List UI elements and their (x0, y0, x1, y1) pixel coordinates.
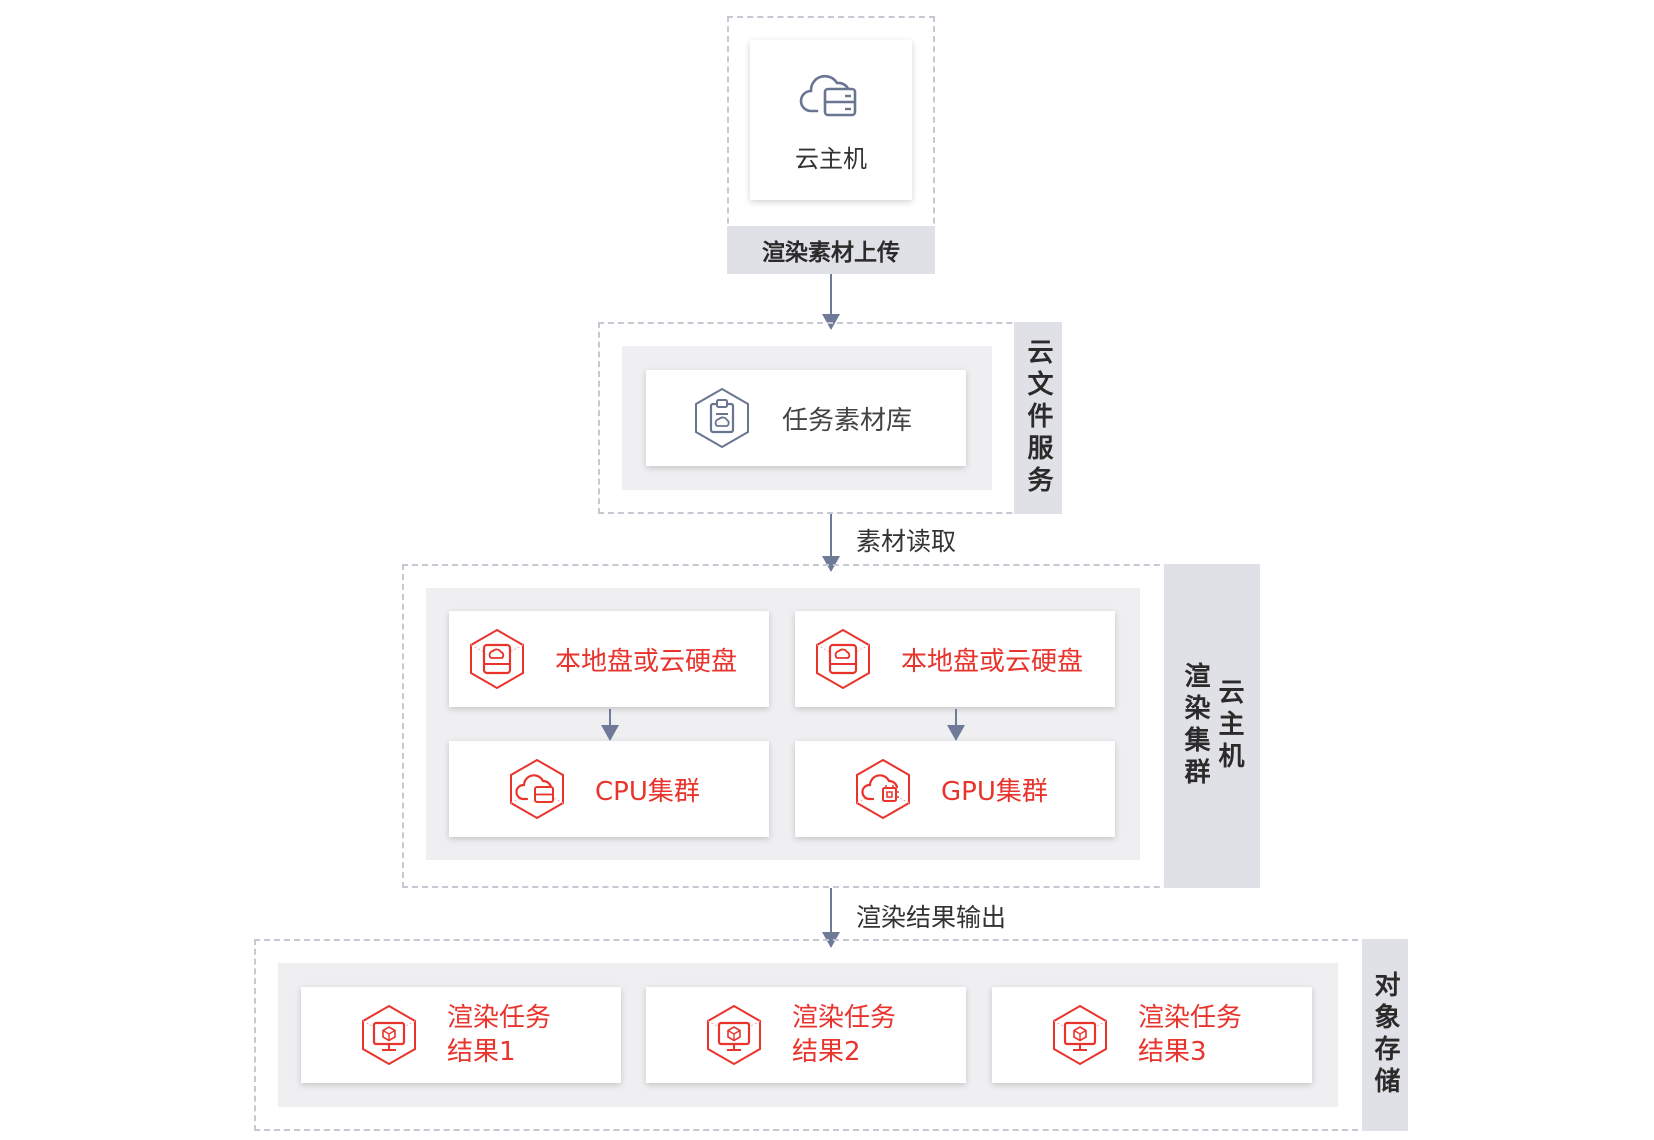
disk-card-left[interactable]: 本地盘或云硬盘 (449, 611, 769, 707)
task-library-label: 任务素材库 (782, 405, 913, 436)
output-label: 渲染结果输出 (856, 903, 1007, 932)
gpu-cluster-card[interactable]: GPU集群 (795, 741, 1115, 837)
disk-label-right: 本地盘或云硬盘 (901, 646, 1084, 677)
monitor-cube-hex-icon (1053, 1004, 1107, 1066)
render-cluster-side-label: 渲染集群 云主机 (1164, 564, 1260, 888)
arrow-disk-cpu (601, 709, 619, 741)
result-card-1[interactable]: 渲染任务 结果1 (301, 987, 621, 1083)
file-service-side-label: 云文件服务 (1014, 322, 1062, 514)
task-library-card[interactable]: 任务素材库 (646, 370, 966, 466)
monitor-cube-hex-icon (362, 1004, 416, 1066)
object-storage-side-label: 对象存储 (1362, 939, 1408, 1131)
result-label-2: 渲染任务 结果2 (792, 1003, 897, 1067)
disk-label-left: 本地盘或云硬盘 (555, 646, 738, 677)
arrow-disk-gpu (947, 709, 965, 741)
disk-hex-icon (816, 628, 870, 690)
vm-label: 云主机 (795, 144, 867, 173)
result-card-2[interactable]: 渲染任务 结果2 (646, 987, 966, 1083)
cpu-cluster-label: CPU集群 (595, 776, 700, 807)
cloud-chip-hex-icon (856, 758, 910, 820)
arrow-output (822, 888, 840, 948)
monitor-cube-hex-icon (707, 1004, 761, 1066)
clipboard-hex-icon (695, 387, 749, 449)
vm-card[interactable]: 云主机 (750, 40, 912, 200)
read-label: 素材读取 (856, 527, 957, 556)
cloud-cpu-hex-icon (510, 758, 564, 820)
upload-caption: 渲染素材上传 (727, 226, 935, 274)
arrow-read (822, 514, 840, 572)
result-label-3: 渲染任务 结果3 (1138, 1003, 1243, 1067)
result-label-1: 渲染任务 结果1 (447, 1003, 552, 1067)
gpu-cluster-label: GPU集群 (941, 776, 1048, 807)
result-card-3[interactable]: 渲染任务 结果3 (992, 987, 1312, 1083)
disk-card-right[interactable]: 本地盘或云硬盘 (795, 611, 1115, 707)
disk-hex-icon (470, 628, 524, 690)
arrow-upload (822, 274, 840, 330)
cpu-cluster-card[interactable]: CPU集群 (449, 741, 769, 837)
cloud-server-icon (799, 74, 857, 116)
